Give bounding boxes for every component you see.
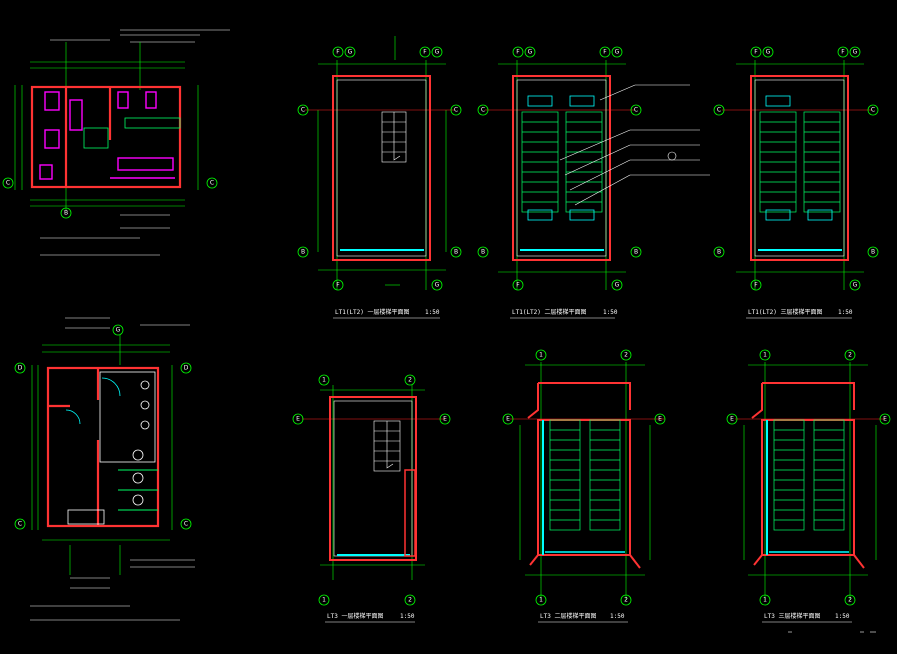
scale-label: 1:50: [835, 613, 850, 620]
grid-bubble-label: E: [443, 416, 447, 423]
grid-bubble-label: 1: [322, 597, 326, 604]
lt1-second-floor-plan: F G F G C C B B F G LT1(LT2) 二层楼梯平面图 1:5…: [477, 46, 710, 319]
grid-bubble-label: C: [481, 107, 485, 114]
grid-bubble-label: F: [603, 49, 607, 56]
grid-bubble-label: G: [615, 49, 620, 56]
grid-bubble-label: C: [717, 107, 721, 114]
grid-bubble-label: G: [116, 327, 121, 334]
grid-bubble-label: C: [871, 107, 875, 114]
scale-label: 1:50: [610, 613, 625, 620]
toilet-plan-bottom-left: D D C C G: [14, 317, 195, 621]
grid-bubble-label: F: [336, 282, 340, 289]
grid-bubble-label: G: [853, 282, 858, 289]
grid-bubble-label: B: [301, 249, 305, 256]
grid-bubble-label: G: [348, 49, 353, 56]
grid-bubble-label: G: [528, 49, 533, 56]
scale-label: 1:50: [400, 613, 415, 620]
grid-bubble-label: F: [754, 282, 758, 289]
grid-bubble-label: 1: [539, 352, 543, 359]
grid-bubble-label: F: [841, 49, 845, 56]
toilet-plan-top-left: C C B: [2, 29, 230, 256]
grid-bubble-label: C: [454, 107, 458, 114]
scale-label: 1:50: [425, 309, 440, 316]
grid-bubble-label: D: [18, 365, 23, 372]
grid-bubble-label: C: [184, 521, 188, 528]
lt3-first-floor-plan: 1 2 E E 1 2 LT3 一层楼梯平面图 1:50: [292, 374, 451, 623]
grid-bubble-label: B: [717, 249, 721, 256]
grid-bubble-label: G: [435, 49, 440, 56]
grid-bubble-label: C: [301, 107, 305, 114]
grid-bubble-label: 2: [408, 597, 412, 604]
grid-bubble-label: 2: [848, 597, 852, 604]
grid-bubble-label: C: [210, 180, 214, 187]
lt1-third-floor-plan: F G F G C C B B F G LT1(LT2) 三层楼梯平面图 1:5…: [713, 46, 879, 319]
grid-bubble-label: E: [658, 416, 662, 423]
grid-bubble-label: 2: [848, 352, 852, 359]
grid-bubble-label: 1: [539, 597, 543, 604]
grid-bubble-label: 2: [624, 597, 628, 604]
grid-bubble-label: C: [18, 521, 22, 528]
grid-bubble-label: 1: [322, 377, 326, 384]
drawing-caption: LT1(LT2) 一层楼梯平面图: [335, 308, 410, 316]
drawing-caption: LT1(LT2) 二层楼梯平面图: [512, 308, 587, 316]
grid-bubble-label: F: [754, 49, 758, 56]
scale-label: 1:50: [838, 309, 853, 316]
grid-bubble-label: 2: [624, 352, 628, 359]
scale-label: 1:50: [603, 309, 618, 316]
lt3-third-floor-plan: 1 2 E E 1 2 LT3 三层楼梯平面图 1:50: [726, 349, 891, 623]
grid-bubble-label: G: [435, 282, 440, 289]
grid-bubble-label: D: [184, 365, 189, 372]
grid-bubble-label: F: [423, 49, 427, 56]
grid-bubble-label: B: [454, 249, 458, 256]
grid-bubble-label: G: [615, 282, 620, 289]
grid-bubble-label: G: [766, 49, 771, 56]
grid-bubble-label: E: [506, 416, 510, 423]
grid-bubble-label: E: [730, 416, 734, 423]
drawing-caption: LT3 二层楼梯平面图: [540, 612, 596, 620]
grid-bubble-label: F: [516, 49, 520, 56]
grid-bubble-label: C: [634, 107, 638, 114]
drawing-caption: LT3 一层楼梯平面图: [327, 612, 383, 620]
grid-bubble-label: B: [634, 249, 638, 256]
grid-bubble-label: B: [64, 210, 68, 217]
grid-bubble-label: 2: [408, 377, 412, 384]
lt3-second-floor-plan: 1 2 E E 1 2 LT3 二层楼梯平面图 1:50: [502, 349, 666, 623]
grid-bubble-label: B: [481, 249, 485, 256]
drawing-caption: LT3 三层楼梯平面图: [764, 612, 820, 620]
drawing-caption: LT1(LT2) 三层楼梯平面图: [748, 308, 823, 316]
grid-bubble-label: C: [6, 180, 10, 187]
grid-bubble-label: 1: [763, 352, 767, 359]
lt1-first-floor-plan: F G F G C C B B F G LT1(LT2) 一层楼梯平面图 1:5…: [297, 36, 462, 319]
grid-bubble-label: E: [883, 416, 887, 423]
grid-bubble-label: G: [853, 49, 858, 56]
grid-bubble-label: F: [336, 49, 340, 56]
grid-bubble-label: 1: [763, 597, 767, 604]
grid-bubble-label: E: [296, 416, 300, 423]
grid-bubble-label: F: [516, 282, 520, 289]
grid-bubble-label: B: [871, 249, 875, 256]
